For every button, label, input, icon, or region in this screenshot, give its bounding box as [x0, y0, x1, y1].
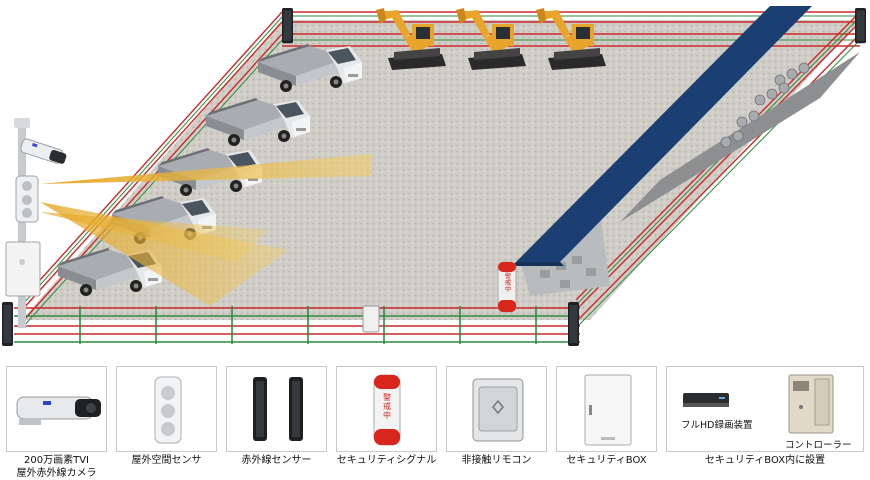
- remote-icon: [472, 378, 524, 442]
- storage-shed: [512, 6, 860, 296]
- product-card-infrared-sensor: [226, 366, 327, 452]
- product-card-security-signal: 警戒中: [336, 366, 437, 452]
- camera-caption-line1: 200万画素TVI: [24, 455, 89, 466]
- signal-text: 警戒中: [503, 271, 511, 293]
- camera-icon: [16, 396, 101, 425]
- product-card-security-box: [556, 366, 657, 452]
- remote-caption-line1: 非接触リモコン: [461, 455, 532, 466]
- product-card-camera: [6, 366, 107, 452]
- security-box-caption-line1: セキュリティBOX: [566, 455, 647, 466]
- controller-label: コントローラー: [785, 440, 852, 451]
- security-signal-icon: [373, 374, 401, 446]
- remote-unit: [362, 305, 380, 333]
- box-contents-caption-text: セキュリティBOX内に設置: [704, 455, 826, 466]
- infrared-sensor-icon: [253, 377, 303, 441]
- excavators: [376, 8, 606, 70]
- security-signal: 警戒中: [497, 261, 517, 313]
- camera-pole: [5, 118, 67, 328]
- infrared-sensor-caption-line1: 赤外線センサー: [241, 455, 312, 466]
- construction-site-scene: 警戒中: [2, 6, 866, 346]
- recorder-icon: [683, 393, 729, 407]
- security-signal-caption-line1: セキュリティシグナル: [336, 455, 437, 466]
- controller-icon: [788, 374, 834, 434]
- product-card-space-sensor: [116, 366, 217, 452]
- space-sensor-icon: [154, 376, 182, 444]
- camera-caption-line2: 屋外赤外線カメラ: [16, 468, 97, 479]
- security-box-icon: [584, 374, 632, 446]
- box-contents-caption: セキュリティBOX内に設置: [666, 454, 864, 467]
- space-sensor-caption: 屋外空間センサ: [116, 454, 217, 467]
- detection-beams: [40, 154, 372, 306]
- product-card-remote: [446, 366, 547, 452]
- space-sensor-caption-line1: 屋外空間センサ: [131, 455, 202, 466]
- infrared-sensor-caption: 赤外線センサー: [226, 454, 327, 467]
- signal-card-text: 警戒中: [383, 393, 391, 420]
- recorder-label: フルHD録画装置: [681, 420, 753, 431]
- security-box-caption: セキュリティBOX: [556, 454, 657, 467]
- product-card-box-contents: フルHD録画装置 コントローラー: [666, 366, 864, 452]
- camera-caption: 200万画素TVI 屋外赤外線カメラ: [6, 454, 107, 480]
- front-fence: [14, 306, 580, 344]
- remote-caption: 非接触リモコン: [446, 454, 547, 467]
- security-signal-caption: セキュリティシグナル: [336, 454, 437, 467]
